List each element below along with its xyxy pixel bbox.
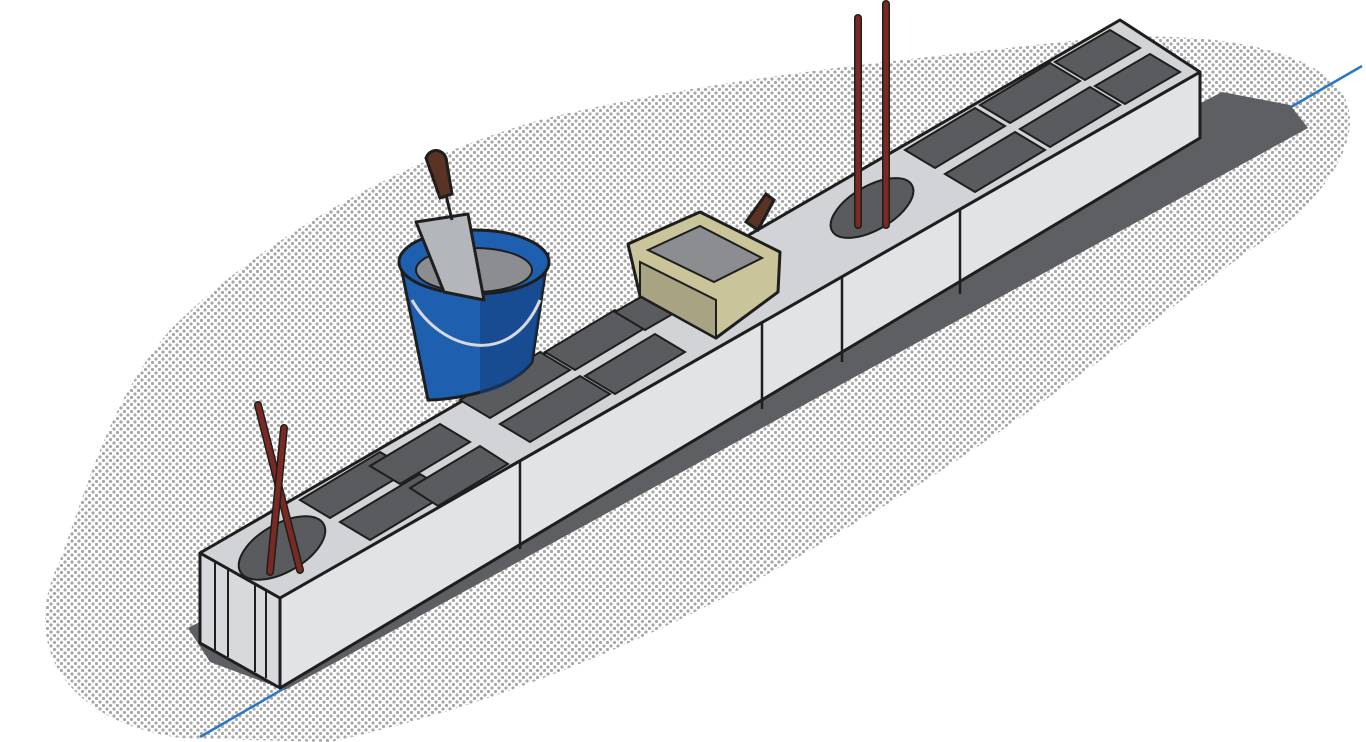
rebar-icon (254, 401, 304, 576)
rebar-far-icon (854, 0, 890, 229)
bucket-icon (397, 228, 551, 402)
block-joints (518, 208, 962, 549)
end-face-grooves (214, 562, 267, 678)
trowel-icon (414, 149, 486, 302)
core-hole (237, 515, 327, 581)
block-cells (237, 28, 1182, 581)
mortar-box-icon (626, 191, 782, 340)
